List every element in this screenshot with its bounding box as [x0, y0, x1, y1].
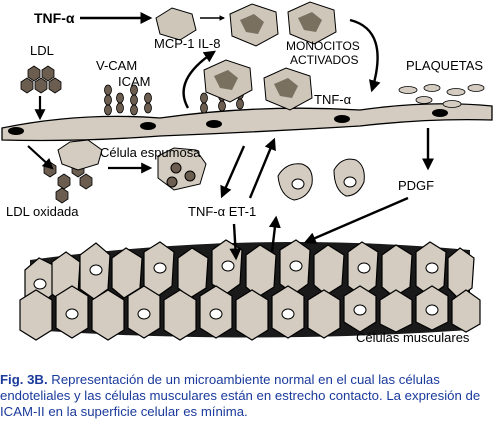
monocyte-texture	[214, 12, 322, 98]
label-monocitos: MONOCITOS	[286, 39, 360, 53]
caption-label: Fig. 3B.	[0, 372, 48, 387]
label-vcam: V-CAM	[96, 58, 137, 73]
caption-text: Representación de un microambiente norma…	[0, 372, 481, 419]
arrow-monocytes-down	[349, 18, 381, 93]
arrow-tnf-down	[220, 145, 246, 199]
arrow-ldl-to-oxidized	[27, 145, 54, 170]
arrow-endothelium-to-il8	[182, 50, 216, 109]
subendothelial-cells	[277, 158, 365, 201]
arrows	[27, 12, 434, 261]
arrow-pdgf-to-muscle	[303, 196, 409, 244]
label-celulas-musculares: Células musculares	[356, 330, 470, 345]
label-icam: ICAM	[118, 74, 151, 89]
arrow-muscle-to-et1	[268, 215, 281, 253]
adhesion-molecules	[104, 84, 244, 116]
figure-caption: Fig. 3B. Representación de un microambie…	[0, 372, 500, 420]
arrow-tnf-up	[248, 137, 276, 199]
platelets	[398, 84, 485, 108]
label-celula-espumosa: Célula espumosa	[100, 145, 201, 160]
label-activados: ACTIVADOS	[290, 53, 358, 67]
label-mcp1-il8: MCP-1 IL-8	[154, 36, 220, 51]
endothelial-nuclei	[8, 109, 448, 135]
smooth-muscle-layer	[19, 239, 481, 341]
endothelium	[1, 103, 493, 142]
ldl-particles	[20, 65, 62, 94]
activated-monocytes	[155, 1, 337, 111]
label-ldl: LDL	[30, 43, 54, 58]
label-tnf-mid: TNF-α	[314, 92, 352, 107]
muscle-nuclei	[33, 260, 439, 320]
label-ldl-oxidada: LDL oxidada	[6, 204, 79, 219]
label-plaquetas: PLAQUETAS	[406, 58, 483, 73]
arrow-tnf-to-muscle	[229, 223, 242, 261]
endothelial-layer	[1, 103, 493, 142]
labels: TNF-α MCP-1 IL-8 MONOCITOS ACTIVADOS PLA…	[6, 10, 483, 345]
foam-cells	[57, 139, 207, 191]
microenvironment-diagram: TNF-α MCP-1 IL-8 MONOCITOS ACTIVADOS PLA…	[1, 1, 493, 345]
label-tnf-top: TNF-α	[34, 10, 75, 26]
label-tnf-et1: TNF-α ET-1	[188, 204, 256, 219]
label-pdgf: PDGF	[398, 178, 434, 193]
muscle-row-1	[24, 239, 475, 307]
